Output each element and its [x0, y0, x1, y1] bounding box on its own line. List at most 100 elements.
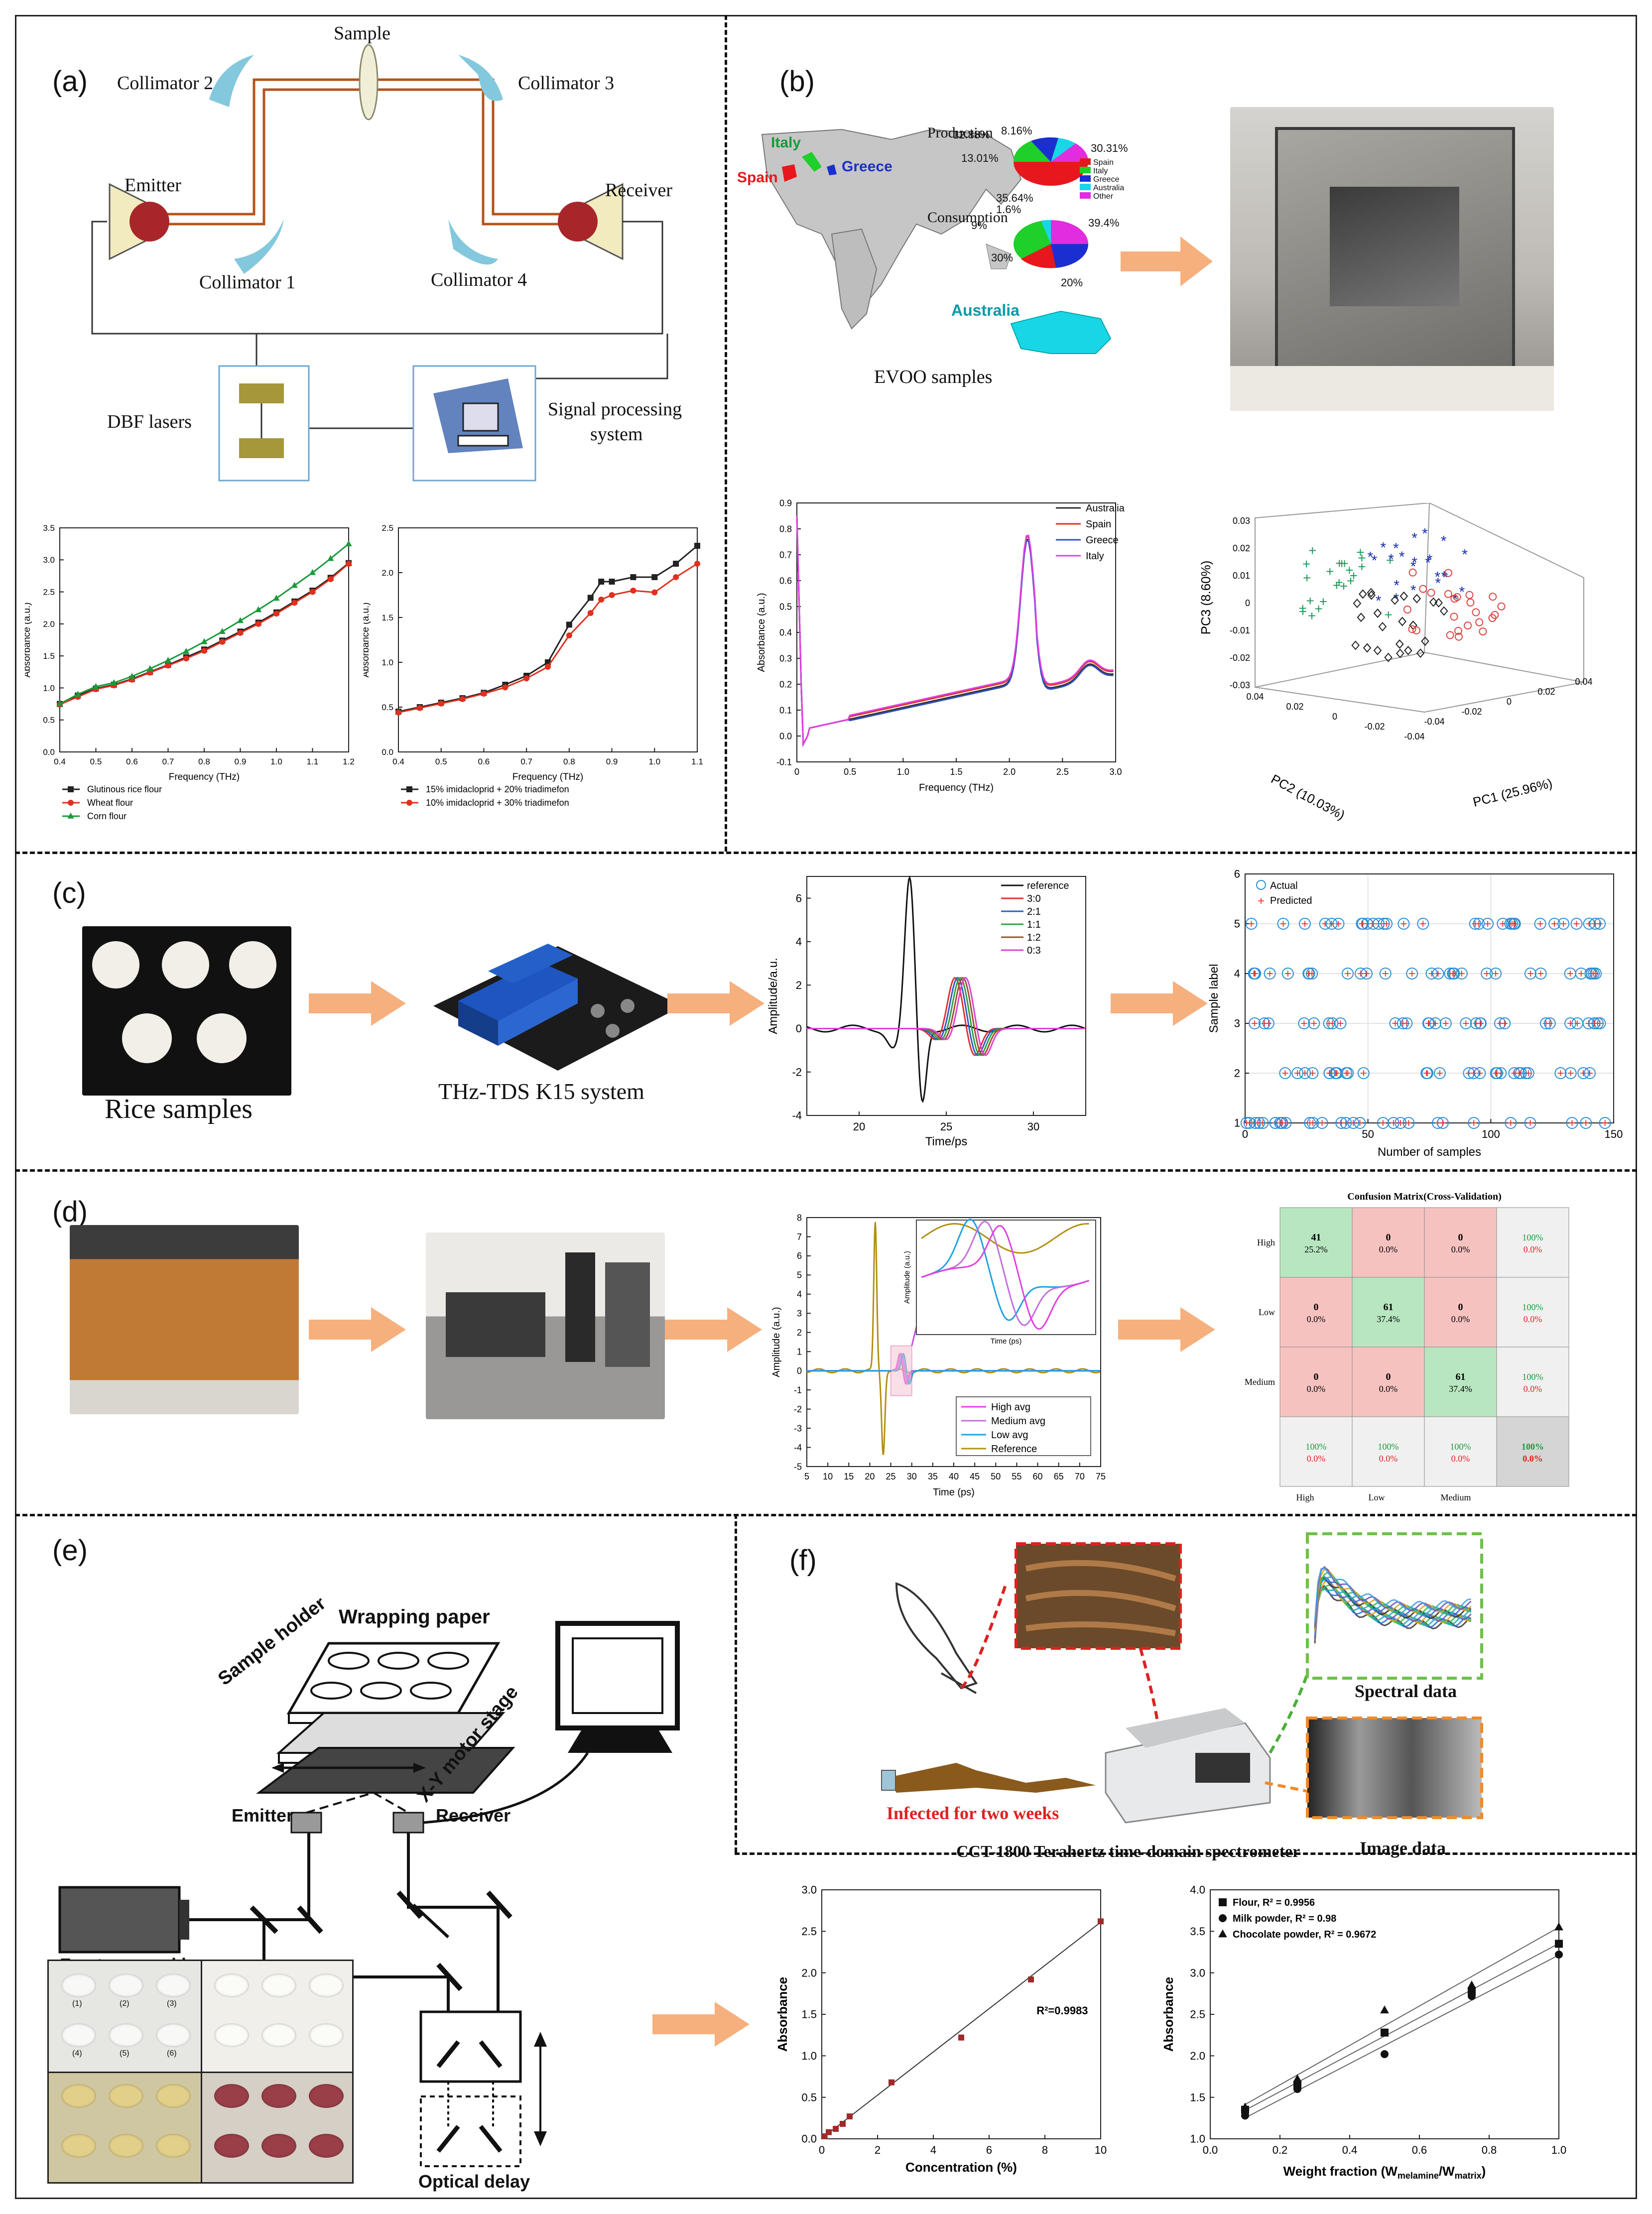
- y-tick-label: 8: [797, 1213, 802, 1223]
- data-point: +: [1596, 917, 1603, 931]
- cell-count: 0: [1386, 1232, 1391, 1243]
- cell-count: 0: [1314, 1371, 1319, 1382]
- y-axis-label: Sample label: [1207, 964, 1221, 1033]
- data-point: [1473, 918, 1485, 930]
- data-point: +: [1303, 570, 1311, 586]
- data-point: +: [1483, 967, 1490, 981]
- y-tick-label: -0.04: [1404, 732, 1424, 741]
- data-point: [609, 592, 615, 598]
- col-label: Medium: [1441, 1492, 1471, 1502]
- data-point: [1524, 1117, 1536, 1129]
- y-axis-label: Absorbance (a.u.): [25, 602, 32, 677]
- data-point: [1357, 1067, 1370, 1079]
- data-point: [1279, 1067, 1291, 1079]
- series-line: [398, 563, 698, 714]
- pie-legend-item: Spain: [1080, 158, 1124, 167]
- data-point: [1540, 1017, 1552, 1029]
- col-total-pct: 100%: [1450, 1442, 1471, 1452]
- data-point: +: [1591, 1017, 1598, 1030]
- sample-well: [156, 2023, 191, 2047]
- data-point: [1599, 1117, 1611, 1129]
- x-tick-label: 0.4: [1342, 2144, 1358, 2156]
- data-point: [1293, 2074, 1302, 2083]
- data-point: [1479, 627, 1487, 636]
- label-spectral-data: Spectral data: [1355, 1681, 1457, 1701]
- data-point: [630, 574, 636, 580]
- y-tick-label: 1.5: [801, 2008, 817, 2021]
- pie-legend-item: Australia: [1080, 184, 1124, 192]
- data-point: [1422, 1017, 1434, 1029]
- x-tick-label: 0: [819, 2144, 825, 2156]
- data-point: *: [1427, 552, 1433, 568]
- data-point: *: [1411, 530, 1417, 547]
- y-tick-label: -3: [794, 1423, 802, 1433]
- y-tick-label: 5: [797, 1270, 802, 1280]
- series-line: [807, 977, 1085, 1056]
- x-tick-label: 1.0: [897, 767, 909, 777]
- arrow-d3: [1118, 1307, 1215, 1352]
- legend-label: Greece: [1086, 535, 1119, 546]
- label-rice-samples: Rice samples: [105, 1094, 253, 1124]
- data-point: [1379, 968, 1392, 980]
- data-point: [1293, 2085, 1301, 2093]
- row-total-pct: 100%: [1523, 1372, 1543, 1382]
- x-axis-label: Weight fraction (Wmelamine/Wmatrix): [1283, 2164, 1486, 2181]
- well-label: (3): [167, 1999, 177, 2008]
- data-point: [1373, 608, 1382, 618]
- data-point: [201, 647, 207, 654]
- y-tick-label: 3.5: [43, 523, 55, 533]
- data-point: +: [1305, 967, 1312, 981]
- data-point: +: [1439, 1116, 1446, 1130]
- data-point: [1257, 1117, 1269, 1129]
- legend-label: 15% imidacloprid + 20% triadimefon: [426, 784, 569, 794]
- data-point: +: [1525, 1067, 1532, 1080]
- data-point: +: [1350, 1116, 1357, 1130]
- data-point: *: [1411, 555, 1417, 571]
- x-tick-label: 0.5: [435, 757, 447, 766]
- data-point: [1433, 1067, 1446, 1079]
- data-point: [1298, 1017, 1310, 1029]
- x-tick-label: 50: [1362, 1128, 1374, 1140]
- plot-frame: [796, 502, 1116, 762]
- data-point: [1429, 597, 1438, 607]
- data-point: [1431, 1117, 1444, 1129]
- data-point: [1455, 632, 1463, 641]
- spectral-curve: [1314, 1567, 1471, 1622]
- label-evoo-samples: EVOO samples: [874, 367, 993, 387]
- label-australia: Australia: [951, 301, 1019, 319]
- data-point: [1419, 585, 1427, 593]
- y-tick-label: 2: [796, 979, 802, 991]
- panel-label-b: (b): [779, 65, 815, 98]
- legend-label: Low avg: [991, 1430, 1028, 1441]
- data-point: [1323, 1067, 1336, 1079]
- cell-count: 0: [1314, 1302, 1319, 1313]
- x-tick-label: 0.0: [1203, 2144, 1218, 2156]
- data-point: +: [1588, 967, 1595, 981]
- data-point: [1584, 1067, 1596, 1079]
- x-tick-label: 10: [823, 1472, 833, 1481]
- confusion-cell: [1352, 1277, 1425, 1348]
- y-tick-label: 2.5: [801, 1925, 817, 1938]
- data-point: [459, 696, 466, 702]
- australia-shape: [1010, 310, 1112, 354]
- x-tick-label: 25: [886, 1472, 896, 1481]
- legend-label: reference: [1027, 880, 1069, 891]
- data-point: [1469, 918, 1481, 930]
- data-point: +: [1294, 1067, 1301, 1080]
- col-label: High: [1296, 1492, 1314, 1502]
- data-point: +: [1451, 967, 1458, 981]
- data-point: [1586, 968, 1598, 980]
- data-point: [1474, 1067, 1486, 1079]
- data-point: [1481, 968, 1493, 980]
- arrow-b: [1121, 237, 1213, 286]
- data-point: *: [1462, 546, 1468, 563]
- row-total-cell: [1496, 1347, 1569, 1417]
- collimator-1-shape: [234, 219, 284, 274]
- data-point: *: [1372, 553, 1378, 569]
- sample-well: [214, 1973, 249, 1997]
- data-point: +: [1363, 967, 1370, 981]
- col-total-err: 0.0%: [1307, 1454, 1326, 1464]
